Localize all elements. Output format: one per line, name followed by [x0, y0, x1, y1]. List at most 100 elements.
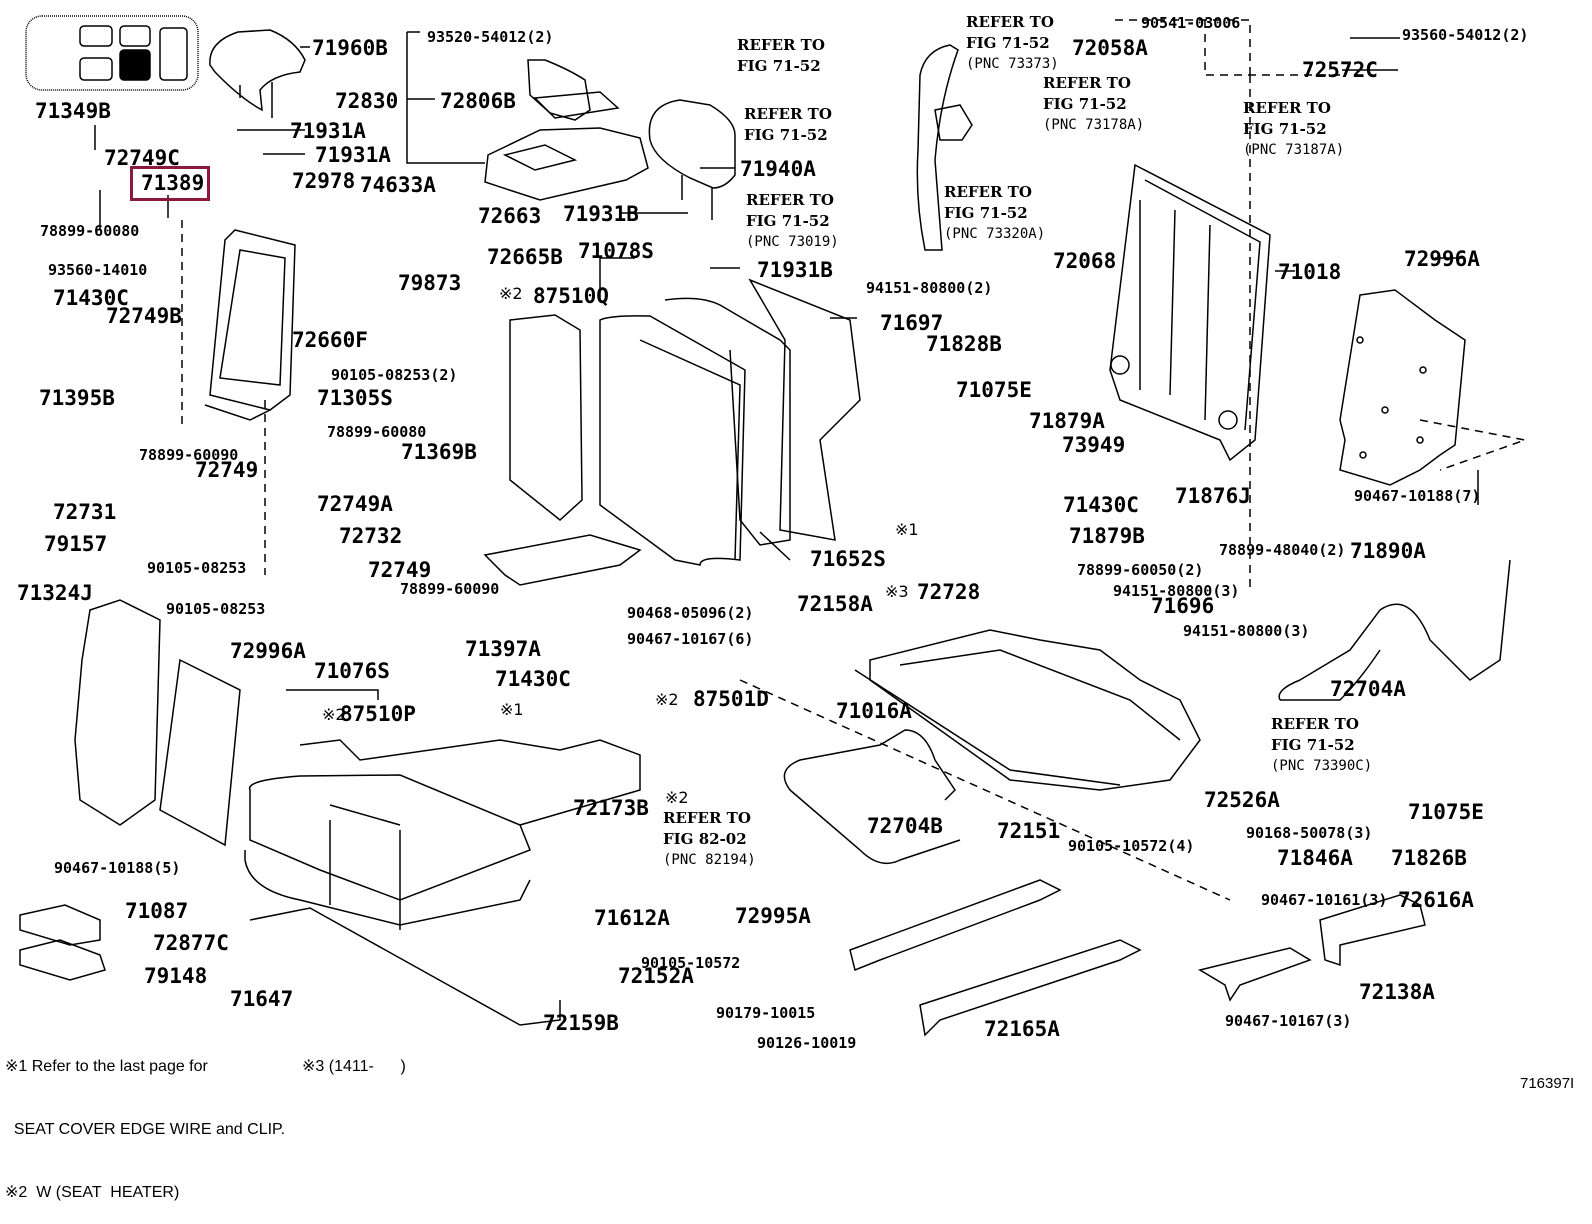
part-label[interactable]: 71890A	[1350, 539, 1426, 563]
part-label[interactable]: 71016A	[836, 699, 912, 723]
part-label[interactable]: 78899-60050(2)	[1077, 561, 1204, 579]
part-label[interactable]: 90105-10572	[641, 954, 741, 972]
part-label[interactable]: 71369B	[401, 440, 477, 464]
part-label[interactable]: 72830	[335, 89, 399, 113]
part-label[interactable]: 72526A	[1204, 788, 1280, 812]
part-label[interactable]: 71652S	[810, 547, 886, 571]
part-label[interactable]: 90468-05096(2)	[627, 604, 754, 622]
part-label[interactable]: 71324J	[17, 581, 93, 605]
part-label[interactable]: 90467-10188(5)	[54, 859, 181, 877]
part-label[interactable]: 71075E	[1408, 800, 1484, 824]
part-label[interactable]: 93560-54012(2)	[1402, 26, 1529, 44]
part-label[interactable]: 71879B	[1069, 524, 1145, 548]
part-label[interactable]: 71647	[230, 987, 294, 1011]
part-label[interactable]: 72665B	[487, 245, 563, 269]
part-label[interactable]: 72058A	[1072, 36, 1148, 60]
part-label[interactable]: 71879A	[1029, 409, 1105, 433]
part-label[interactable]: 72151	[997, 819, 1061, 843]
part-label[interactable]: 71395B	[39, 386, 115, 410]
part-label[interactable]: 72158A	[797, 592, 873, 616]
part-label[interactable]: 72663	[478, 204, 542, 228]
part-label[interactable]: 71397A	[465, 637, 541, 661]
part-label[interactable]: 90541-03006	[1141, 14, 1241, 32]
part-label[interactable]: 72731	[53, 500, 117, 524]
part-label[interactable]: 78899-60080	[327, 423, 427, 441]
part-label[interactable]: 72806B	[440, 89, 516, 113]
part-label[interactable]: 90105-08253	[166, 600, 266, 618]
part-label[interactable]: 72996A	[230, 639, 306, 663]
part-label[interactable]: 72165A	[984, 1017, 1060, 1041]
part-label[interactable]: 71697	[880, 311, 944, 335]
part-label[interactable]: 74633A	[360, 173, 436, 197]
part-label[interactable]: 79873	[398, 271, 462, 295]
part-label[interactable]: 90467-10167(3)	[1225, 1012, 1352, 1030]
part-label[interactable]: 71087	[125, 899, 189, 923]
part-label[interactable]: 79148	[144, 964, 208, 988]
part-label[interactable]: 87510P	[340, 702, 416, 726]
part-label[interactable]: 71940A	[740, 157, 816, 181]
part-label[interactable]: 90126-10019	[757, 1034, 857, 1052]
part-label-highlighted[interactable]: 71389	[141, 171, 205, 195]
part-label[interactable]: 71349B	[35, 99, 111, 123]
part-label[interactable]: 72877C	[153, 931, 229, 955]
part-label[interactable]: 90467-10161(3)	[1261, 891, 1388, 909]
part-label[interactable]: 72728	[917, 580, 981, 604]
part-label[interactable]: 94151-80800(2)	[866, 279, 993, 297]
part-label[interactable]: 71430C	[495, 667, 571, 691]
part-label[interactable]: 72995A	[735, 904, 811, 928]
part-label[interactable]: 72732	[339, 524, 403, 548]
part-label[interactable]: 71828B	[926, 332, 1002, 356]
part-label[interactable]: 71078S	[578, 239, 654, 263]
part-label[interactable]: 79157	[44, 532, 108, 556]
part-label[interactable]: 71826B	[1391, 846, 1467, 870]
part-label[interactable]: 72660F	[292, 328, 368, 352]
part-label[interactable]: 94151-80800(3)	[1183, 622, 1310, 640]
part-label[interactable]: 90179-10015	[716, 1004, 816, 1022]
part-label[interactable]: 72749B	[106, 304, 182, 328]
part-label[interactable]: 72978	[292, 169, 356, 193]
part-label[interactable]: 72749	[368, 558, 432, 582]
part-label[interactable]: 71076S	[314, 659, 390, 683]
part-label[interactable]: 71876J	[1175, 484, 1251, 508]
part-label[interactable]: 90467-10188(7)	[1354, 487, 1481, 505]
part-label[interactable]: 71430C	[53, 286, 129, 310]
part-label[interactable]: 72704A	[1330, 677, 1406, 701]
part-label[interactable]: 90105-10572(4)	[1068, 837, 1195, 855]
part-label[interactable]: 72159B	[543, 1011, 619, 1035]
part-label[interactable]: 90467-10167(6)	[627, 630, 754, 648]
part-label[interactable]: 72068	[1053, 249, 1117, 273]
part-label[interactable]: 71846A	[1277, 846, 1353, 870]
part-label[interactable]: 71931B	[563, 202, 639, 226]
part-label[interactable]: 72138A	[1359, 980, 1435, 1004]
part-label[interactable]: 71931A	[290, 119, 366, 143]
part-label[interactable]: 90105-08253	[147, 559, 247, 577]
part-label[interactable]: 72173B	[573, 796, 649, 820]
part-label[interactable]: 71931A	[315, 143, 391, 167]
part-label[interactable]: 94151-80800(3)	[1113, 582, 1240, 600]
part-label[interactable]: 72616A	[1398, 888, 1474, 912]
part-label[interactable]: 72749C	[104, 146, 180, 170]
part-label[interactable]: 71931B	[757, 258, 833, 282]
part-label[interactable]: 71696	[1151, 594, 1215, 618]
part-label[interactable]: 78899-48040(2)	[1219, 541, 1346, 559]
part-label[interactable]: 72152A	[618, 964, 694, 988]
part-label[interactable]: 93560-14010	[48, 261, 148, 279]
part-label[interactable]: 72749	[195, 458, 259, 482]
part-label[interactable]: 71430C	[1063, 493, 1139, 517]
part-label[interactable]: 71960B	[312, 36, 388, 60]
part-label[interactable]: 72996A	[1404, 247, 1480, 271]
part-label[interactable]: 93520-54012(2)	[427, 28, 554, 46]
part-label[interactable]: 72704B	[867, 814, 943, 838]
part-label[interactable]: 72749A	[317, 492, 393, 516]
part-label[interactable]: 71018	[1278, 260, 1342, 284]
part-label[interactable]: 87510Q	[533, 284, 609, 308]
part-label[interactable]: 73949	[1062, 433, 1126, 457]
